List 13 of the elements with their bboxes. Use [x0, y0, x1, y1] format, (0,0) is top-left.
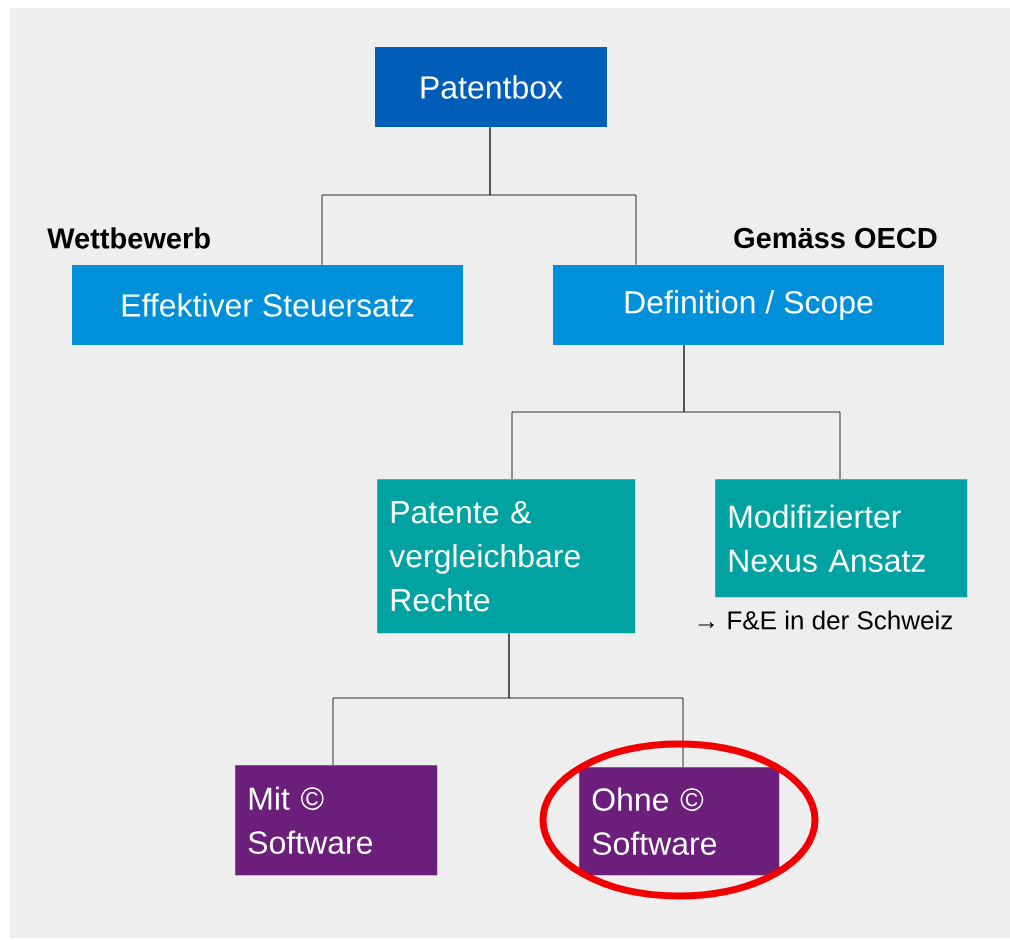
process-box: Patentbox: [375, 47, 607, 127]
process-box: Definition / Scope: [553, 265, 944, 345]
process-box: Modifizierter Nexus Ansatz: [715, 479, 968, 598]
heading-text: Wettbewerb: [47, 227, 210, 249]
heading-text: Gemäss OECD: [734, 227, 937, 249]
connector-line: [508, 633, 684, 768]
note-text: → F&E in der Schweiz: [698, 610, 952, 630]
connector-line: [489, 126, 637, 266]
process-box: Ohne © Software: [579, 767, 780, 876]
connector-line: [683, 344, 841, 480]
process-box: Patente & vergleichbare Rechte: [377, 479, 636, 634]
process-box: Mit © Software: [235, 765, 438, 876]
process-box: Effektiver Steuersatz: [72, 265, 463, 345]
